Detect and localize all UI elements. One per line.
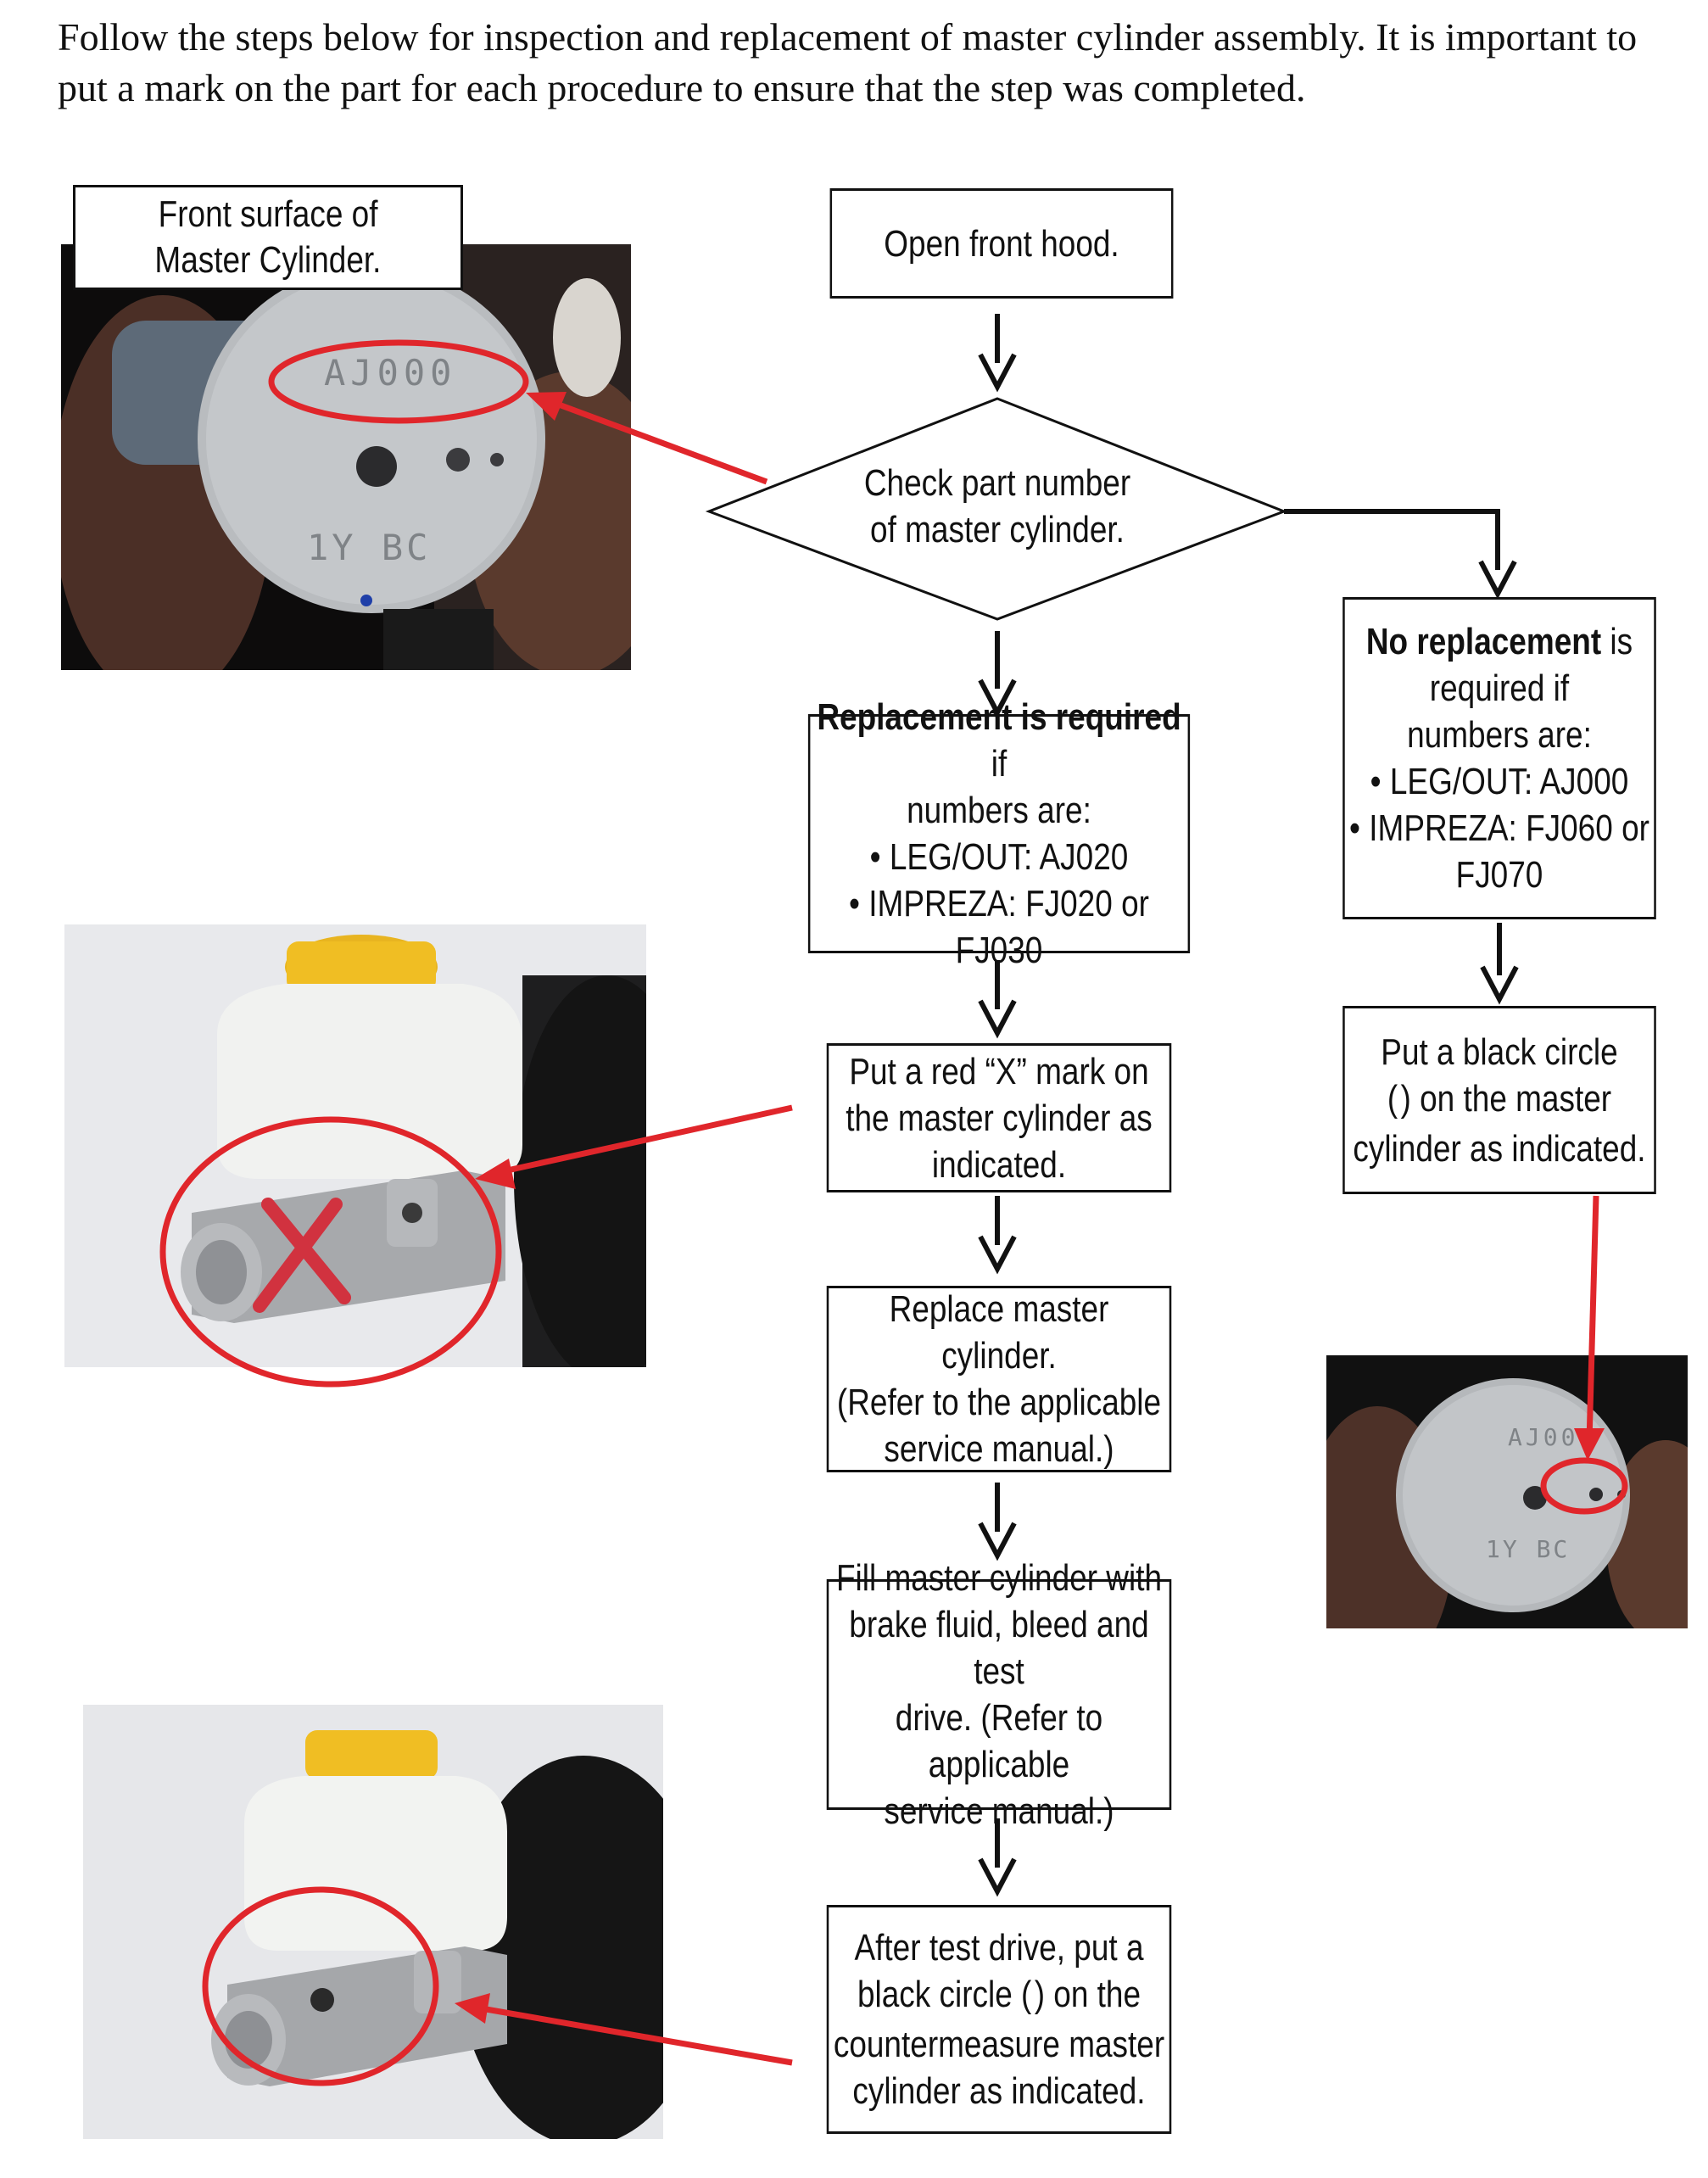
black-circle-line-1: Put a black circle: [1381, 1030, 1618, 1073]
fill-line-1: Fill master cylinder with: [835, 1557, 1163, 1599]
flow-arrow-4: [978, 1196, 1017, 1275]
red-arrow-2: [475, 1104, 793, 1189]
no-replacement-line-3: numbers are:: [1407, 714, 1592, 756]
fill-line-4: service manual.): [884, 1790, 1114, 1832]
step-no-replacement: No replacement is required if numbers ar…: [1342, 597, 1656, 919]
flow-arrow-1: [978, 314, 1017, 393]
no-replacement-line-4: • LEG/OUT: AJ000: [1370, 761, 1629, 802]
flow-arrow-right-2: [1480, 923, 1519, 1005]
black-circle-post: ) on the master: [1400, 1077, 1612, 1120]
step-black-circle: Put a black circle () on the master cyli…: [1342, 1006, 1656, 1194]
photo-red-x-image: [64, 924, 646, 1367]
after-test-post: ) on the: [1034, 1974, 1141, 2015]
no-replacement-rest: is: [1601, 621, 1633, 662]
replace-required-line-4: • IMPREZA: FJ020 or FJ030: [849, 883, 1149, 971]
decision-diamond: [705, 397, 1288, 621]
decision-line-1: Check part number: [863, 462, 1131, 504]
red-circle-countermeasure: [202, 1886, 439, 2086]
caption-line-2: Master Cylinder.: [154, 239, 382, 281]
step-fill-cylinder: Fill master cylinder with brake fluid, b…: [826, 1557, 1172, 1832]
flow-arrow-6: [978, 1818, 1017, 1897]
small-photo-code-top: AJ00: [1508, 1423, 1578, 1451]
decision-check-part-number: Check part number of master cylinder.: [834, 451, 1161, 561]
step-replace-cylinder: Replace master cylinder. (Refer to the a…: [826, 1286, 1172, 1472]
flow-arrow-2: [978, 631, 1017, 718]
after-test-pre: black circle (: [857, 1974, 1032, 2015]
intro-text: Follow the steps below for inspection an…: [58, 15, 1638, 109]
photo-countermeasure-image: [83, 1705, 663, 2139]
black-circle-line-3: cylinder as indicated.: [1353, 1127, 1646, 1170]
photo-front-surface: AJ000 1Y BC: [61, 244, 631, 670]
flow-arrow-5: [978, 1483, 1017, 1561]
step-open-hood-text: Open front hood.: [884, 222, 1119, 265]
red-arrow-1: [526, 392, 768, 485]
replace-required-bold: Replacement is required: [817, 696, 1181, 738]
after-test-line-1: After test drive, put a: [854, 1927, 1144, 1969]
fill-line-2: brake fluid, bleed and test: [849, 1604, 1149, 1692]
step-replacement-required: Replacement is required if numbers are: …: [807, 696, 1191, 971]
red-x-line-3: indicated.: [931, 1143, 1067, 1186]
red-circle-black-dot: [1540, 1457, 1628, 1515]
photo-code-top: AJ000: [324, 352, 456, 394]
replace-cyl-line-3: service manual.): [884, 1428, 1114, 1470]
fill-line-3: drive. (Refer to applicable: [895, 1697, 1103, 1785]
replace-required-line-3: • LEG/OUT: AJ020: [869, 836, 1129, 878]
no-replacement-line-2: required if: [1429, 667, 1570, 709]
step-after-test-drive: After test drive, put a black circle () …: [826, 1905, 1172, 2134]
replace-cyl-line-1: Replace master cylinder.: [889, 1288, 1109, 1377]
after-test-line-4: cylinder as indicated.: [852, 2070, 1146, 2112]
after-test-line-3: countermeasure master: [833, 2024, 1165, 2065]
red-circle-x-mark: [159, 1116, 502, 1388]
photo-black-circle-image: AJ00 1Y BC: [1326, 1355, 1688, 1628]
decision-line-2: of master cylinder.: [870, 509, 1125, 550]
flow-arrow-3: [978, 960, 1017, 1039]
replace-required-rest: if: [991, 743, 1007, 785]
photo-countermeasure: [83, 1705, 663, 2139]
no-replacement-line-5: • IMPREZA: FJ060 or: [1349, 807, 1649, 849]
photo-black-circle: AJ00 1Y BC: [1326, 1355, 1688, 1628]
caption-line-1: Front surface of: [158, 193, 378, 235]
small-photo-code-bottom: 1Y BC: [1486, 1535, 1570, 1563]
no-replacement-line-6: FJ070: [1455, 854, 1543, 896]
black-circle-pre: (: [1387, 1077, 1398, 1120]
red-x-line-2: the master cylinder as: [846, 1097, 1153, 1139]
step-red-x-mark: Put a red “X” mark on the master cylinde…: [826, 1043, 1172, 1192]
flow-arrow-branch: [1284, 509, 1517, 600]
red-arrow-3: [1574, 1195, 1605, 1460]
step-open-hood: Open front hood.: [829, 188, 1174, 299]
caption-front-surface: Front surface of Master Cylinder.: [73, 185, 463, 290]
replace-cyl-line-2: (Refer to the applicable: [836, 1382, 1162, 1423]
photo-red-x: [64, 924, 646, 1367]
no-replacement-bold: No replacement: [1365, 621, 1602, 662]
photo-code-bottom: 1Y BC: [307, 527, 431, 568]
red-arrow-4: [455, 1993, 793, 2066]
photo-front-surface-image: AJ000 1Y BC: [61, 244, 631, 670]
red-circle-code: [268, 339, 529, 424]
red-x-line-1: Put a red “X” mark on: [849, 1050, 1149, 1092]
replace-required-line-2: numbers are:: [907, 790, 1091, 831]
